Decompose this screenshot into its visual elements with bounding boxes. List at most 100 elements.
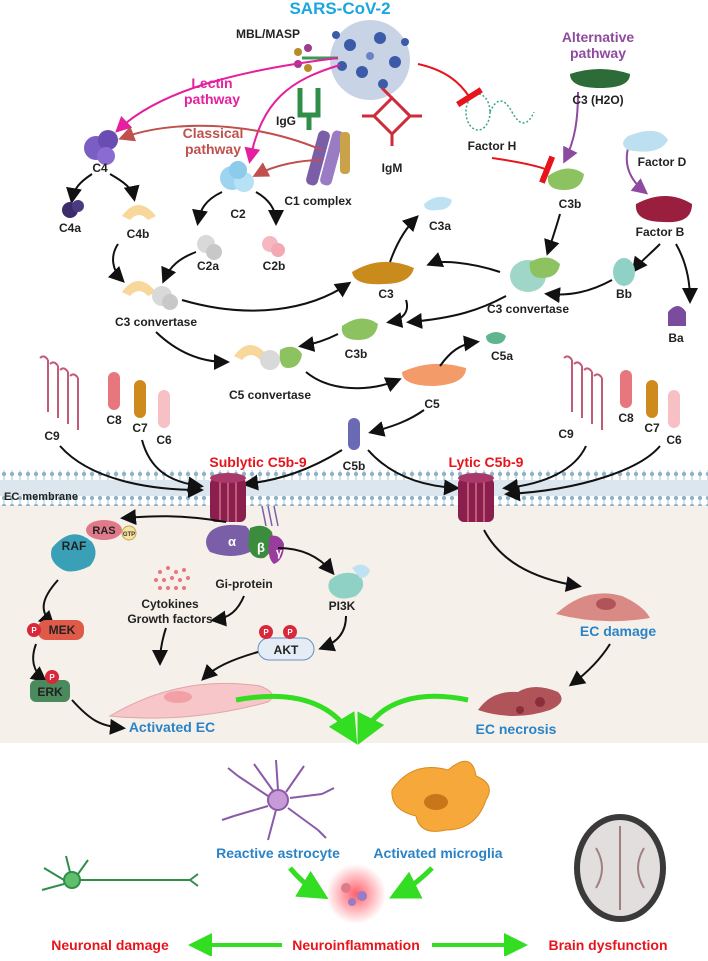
- c4b-label: C4b: [127, 227, 150, 241]
- neuronal-damage-label: Neuronal damage: [51, 937, 169, 953]
- c2b-label: C2b: [263, 259, 286, 273]
- factor-d-icon: [623, 130, 668, 152]
- igg-label: IgG: [276, 114, 296, 128]
- mek-phospho-label: P: [31, 626, 37, 635]
- igm-label: IgM: [382, 161, 403, 175]
- c6-right-icon: [668, 390, 680, 428]
- ras-icon: [86, 520, 122, 540]
- ec-necrosis-icon: [478, 687, 562, 716]
- akt-label: AKT: [274, 643, 299, 657]
- gi-protein-icon: [206, 505, 284, 564]
- c4-icon: [84, 130, 118, 165]
- sublytic-c5b9-label: Sublytic C5b-9: [209, 454, 306, 470]
- factor-b-ba-arrow: [675, 243, 698, 304]
- classical-c4-arrow: [118, 124, 323, 151]
- raf-icon: [51, 534, 96, 572]
- activated-microglia-icon: [391, 760, 490, 832]
- c9-left-icon: [39, 355, 79, 430]
- alpha-label: α: [228, 534, 236, 549]
- microglia-green-arrow: [389, 866, 434, 899]
- c2a-convertase-arrow: [161, 251, 197, 284]
- c3-convertase-left-icon: [122, 281, 178, 310]
- c2b-icon: [262, 236, 285, 257]
- activated-ec-label: Activated EC: [129, 719, 215, 735]
- c6-right-label: C6: [666, 433, 682, 447]
- cell-interior: [0, 505, 708, 743]
- ec-necrosis-green-arrow: [357, 693, 469, 745]
- mek-erk-arrow: [29, 643, 48, 683]
- alt-convertase-c3b-arrow: [406, 295, 507, 329]
- erk-activated-ec-arrow: [71, 699, 126, 735]
- beta-label: β: [257, 540, 265, 555]
- c2a-icon: [197, 235, 222, 260]
- virus-icon: [330, 20, 410, 100]
- neuroinflammation-icon: [326, 864, 386, 924]
- akt-icon: [257, 625, 315, 661]
- ec-damage-label: EC damage: [580, 623, 656, 639]
- pi3k-icon: [328, 564, 370, 599]
- c4a-icon: [62, 200, 84, 218]
- factor-b-label: Factor B: [636, 225, 685, 239]
- classical-c2-arrow: [252, 159, 323, 177]
- c8-right-icon: [620, 370, 632, 408]
- factor-d-arrow: [625, 147, 649, 195]
- c8-right-label: C8: [618, 411, 634, 425]
- gtp-label: GTP: [123, 532, 135, 538]
- factor-h-icon: [465, 93, 535, 131]
- c3a-icon: [424, 196, 452, 211]
- erk-label: ERK: [37, 685, 63, 699]
- pi3k-akt-arrow: [318, 615, 347, 652]
- c3b-mid-icon: [341, 318, 378, 340]
- c3-c3b-arrow: [386, 299, 408, 328]
- reactive-astrocyte-icon: [221, 759, 335, 841]
- c3b-c5-convertase-arrow: [298, 333, 339, 352]
- c5b-icon: [348, 418, 360, 450]
- lytic-c5b9-label: Lytic C5b-9: [449, 454, 524, 470]
- c5-c5b-arrow: [368, 409, 425, 437]
- c3b-right-label: C3b: [559, 197, 582, 211]
- mek-icon: [27, 620, 84, 640]
- ras-label: RAS: [92, 525, 115, 537]
- c3a-label: C3a: [429, 219, 451, 233]
- activated-microglia-label: Activated microglia: [373, 845, 502, 861]
- c678-lytic-arrow: [504, 445, 661, 502]
- mek-label: MEK: [49, 623, 76, 637]
- akt-phospho-2-label: P: [287, 628, 293, 637]
- pi3k-label: PI3K: [329, 599, 356, 613]
- c9-right-icon: [563, 355, 603, 430]
- c8-left-icon: [108, 372, 120, 410]
- cytokine-dots-icon: [154, 566, 190, 590]
- ec-necrosis-label: EC necrosis: [476, 721, 557, 737]
- brain-dysfunction-label: Brain dysfunction: [548, 937, 667, 953]
- c5-c5a-arrow: [439, 335, 480, 367]
- c7-left-icon: [134, 380, 146, 418]
- c2-icon: [220, 161, 254, 192]
- c9-left-label: C9: [44, 429, 60, 443]
- c4-c4a-arrow: [66, 173, 93, 204]
- c2a-label: C2a: [197, 259, 219, 273]
- akt-activated-ec-arrow: [201, 651, 259, 681]
- brain-scan-icon: [574, 814, 666, 922]
- c5b-label: C5b: [343, 459, 366, 473]
- factor-h-c3b-inhibition: [491, 155, 556, 184]
- igm-icon: [362, 86, 422, 146]
- c3-convertase-right-label: C3 convertase: [487, 302, 569, 316]
- c7-left-label: C7: [132, 421, 148, 435]
- c5a-label: C5a: [491, 349, 513, 363]
- erk-phospho-label: P: [49, 673, 55, 682]
- c8-left-label: C8: [106, 413, 122, 427]
- sars-cov-2-title: SARS-CoV-2: [289, 0, 390, 18]
- c4-label: C4: [92, 161, 108, 175]
- c3b-mid-label: C3b: [345, 347, 368, 361]
- c6-left-icon: [158, 390, 170, 428]
- pore-ras-arrow: [120, 509, 227, 526]
- c5-convertase-label: C5 convertase: [229, 388, 311, 402]
- raf-label: RAF: [62, 539, 87, 553]
- lectin-arrow: [115, 57, 339, 133]
- c2-label: C2: [230, 207, 246, 221]
- factor-b-icon: [635, 196, 692, 223]
